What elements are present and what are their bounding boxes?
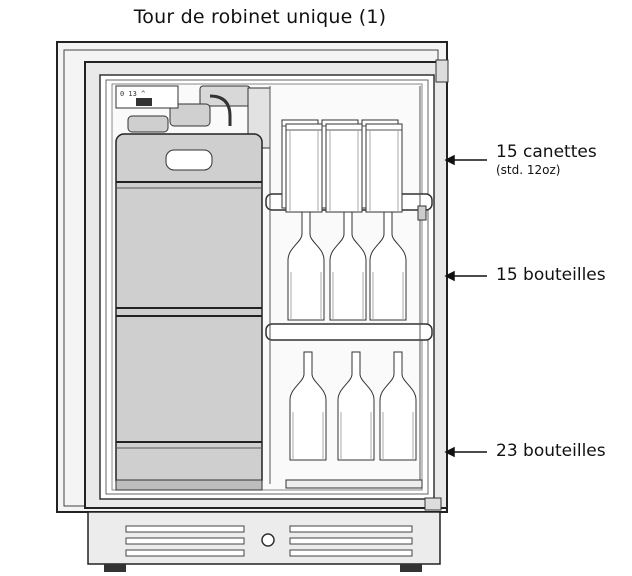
callout-cans-sublabel: (std. 12oz) xyxy=(496,163,561,177)
callout-bottles-bottom-label: 23 bouteilles xyxy=(496,441,606,461)
callout-cans-label: 15 canettes xyxy=(496,142,597,162)
callout-bottles-bottom: 23 bouteilles xyxy=(496,441,606,461)
svg-text:0 13 ^: 0 13 ^ xyxy=(120,90,145,98)
bottles-middle-shelf xyxy=(287,211,407,321)
door-lock-icon xyxy=(417,205,427,221)
cans-shelf xyxy=(281,119,403,213)
callout-cans: 15 canettes (std. 12oz) xyxy=(496,142,597,177)
diagram-title: Tour de robinet unique (1) xyxy=(133,6,387,28)
keg-icon xyxy=(115,133,263,491)
tap-tower-icon xyxy=(127,85,271,149)
bottles-bottom-shelf xyxy=(285,351,423,489)
callout-arrows xyxy=(444,154,487,458)
callout-bottles-middle-label: 15 bouteilles xyxy=(496,265,606,285)
control-panel-icon: 0 13 ^ xyxy=(115,85,179,109)
base-grille xyxy=(87,511,441,572)
callout-bottles-middle: 15 bouteilles xyxy=(496,265,606,285)
